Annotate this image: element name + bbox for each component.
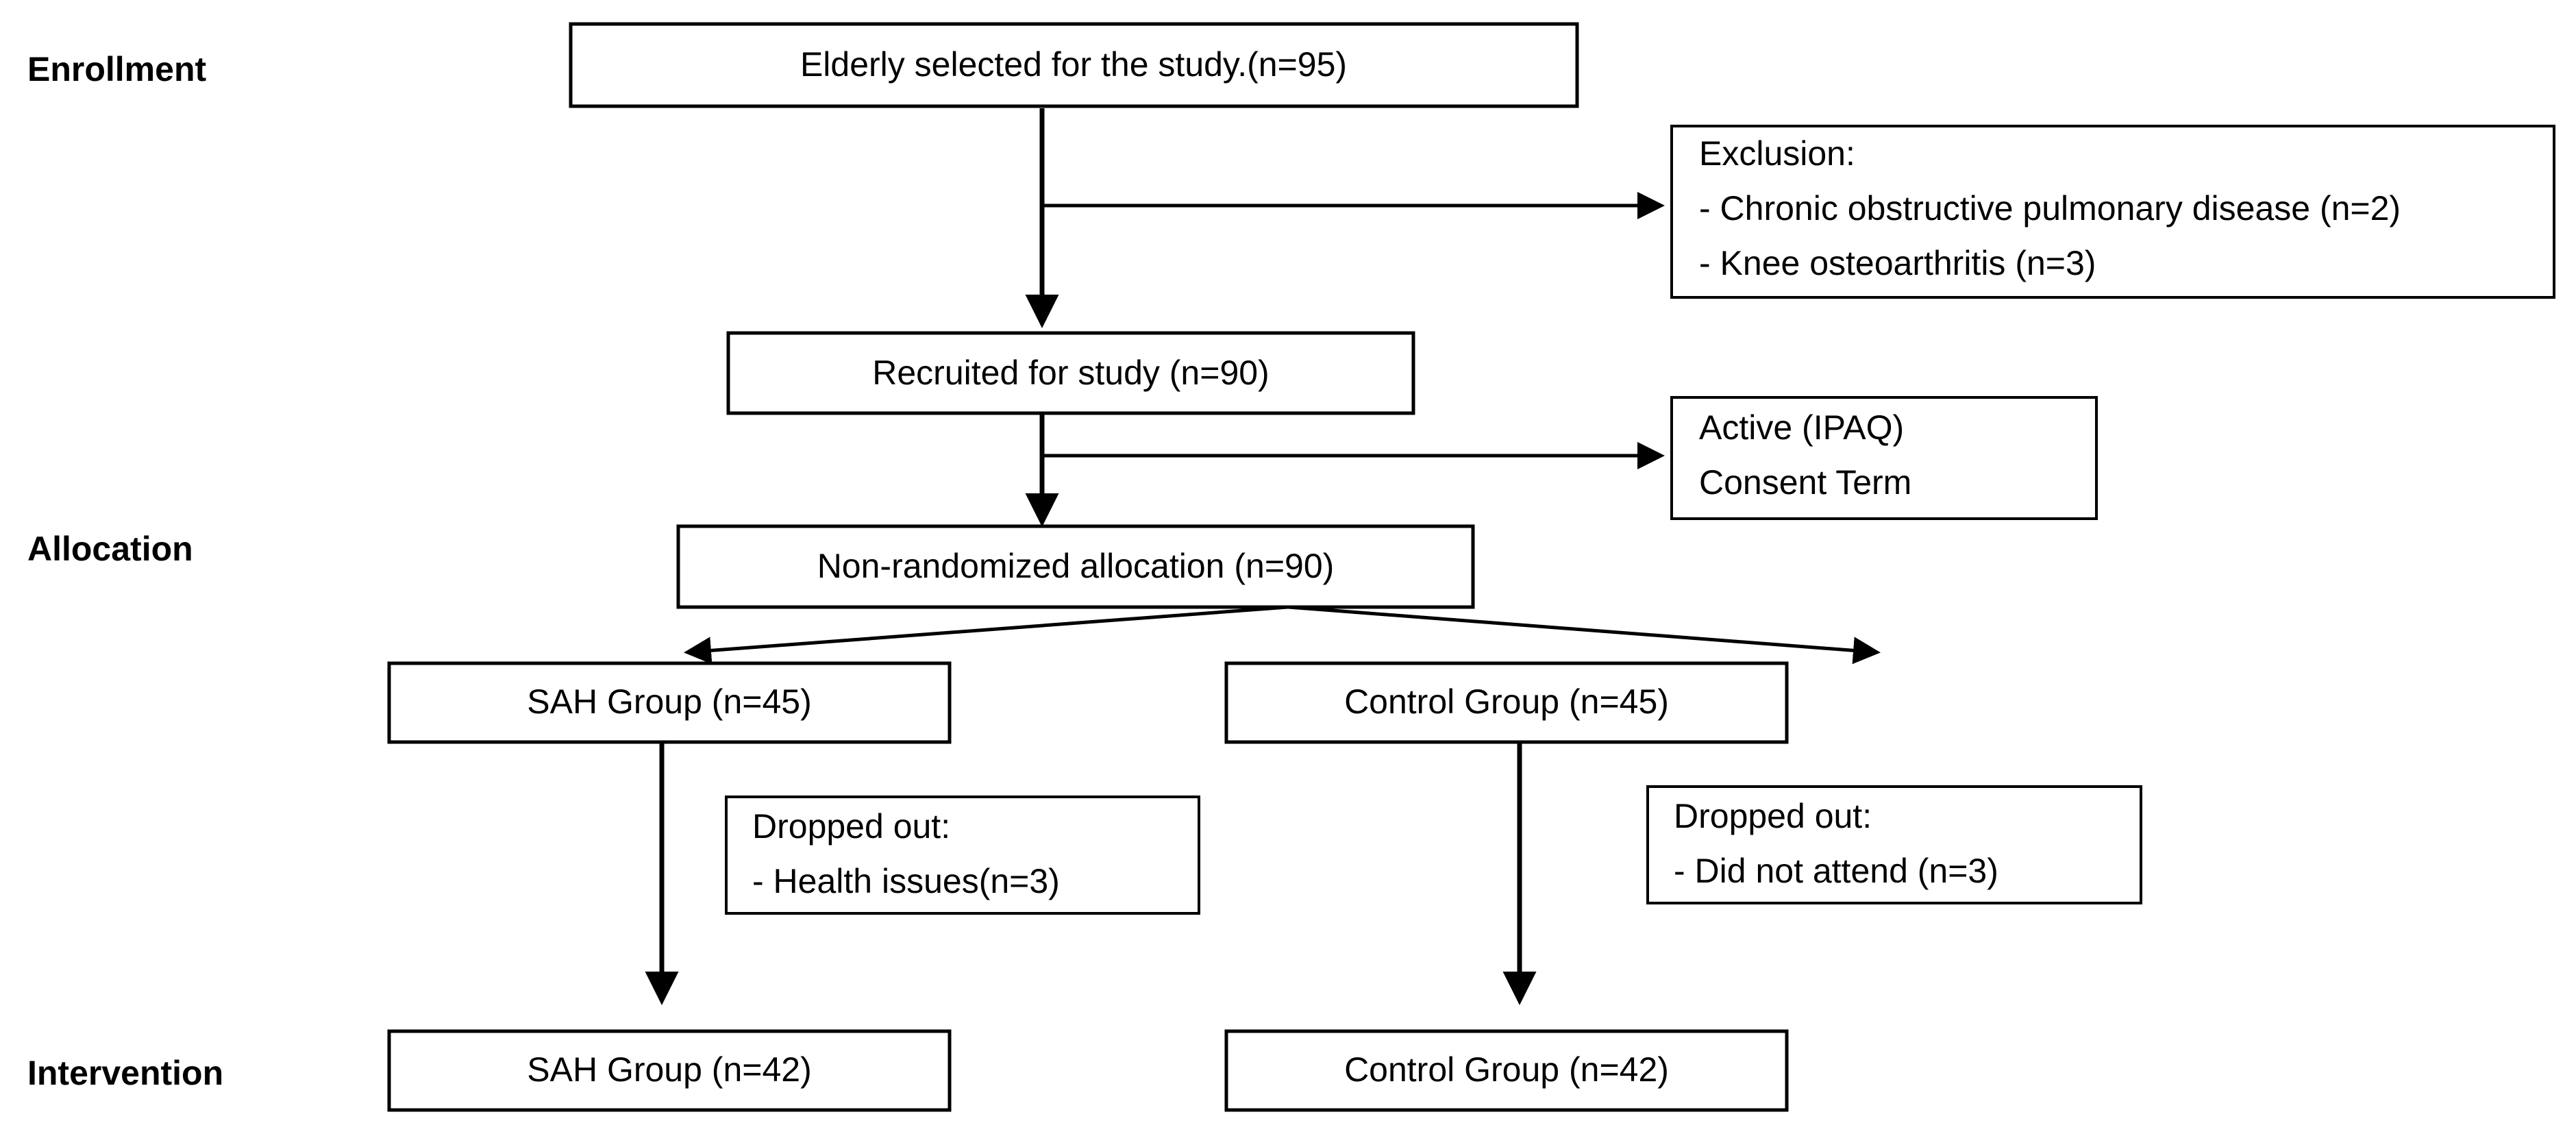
node-box-criteria — [1670, 396, 2098, 520]
node-text-control-alloc: Control Group (n=45) — [1344, 682, 1669, 721]
connector-allocation-to-control — [1287, 605, 1881, 665]
node-text-recruited: Recruited for study (n=90) — [872, 354, 1269, 392]
node-box-sah-final — [387, 1029, 952, 1112]
node-box-exclusion — [1670, 125, 2555, 299]
node-box-sah-dropout — [725, 796, 1200, 915]
node-box-control-alloc — [1224, 661, 1789, 744]
node-text-criteria-line-1: Active (IPAQ) — [1699, 408, 1904, 447]
stage-label-allocation: Allocation — [27, 530, 193, 568]
node-text-control-final: Control Group (n=42) — [1344, 1050, 1669, 1089]
node-text-sah-final: SAH Group (n=42) — [527, 1050, 811, 1089]
node-box-selected — [569, 22, 1579, 108]
node-text-control-dropout-line-2: - Did not attend (n=3) — [1674, 852, 1998, 890]
node-text-sah-dropout-line-2: - Health issues(n=3) — [752, 862, 1060, 900]
node-box-control-dropout — [1646, 785, 2142, 904]
node-text-exclusion-line-1: Exclusion: — [1699, 134, 1855, 173]
node-text-sah-alloc: SAH Group (n=45) — [527, 682, 811, 721]
stage-label-intervention: Intervention — [27, 1054, 223, 1092]
node-text-sah-dropout-line-1: Dropped out: — [752, 807, 950, 846]
stage-label-enrollment: Enrollment — [27, 50, 206, 88]
node-box-recruited — [726, 331, 1415, 415]
node-box-control-final — [1224, 1029, 1789, 1112]
node-text-allocation: Non-randomized allocation (n=90) — [817, 547, 1335, 585]
node-text-selected: Elderly selected for the study.(n=95) — [800, 45, 1347, 84]
node-box-sah-alloc — [387, 661, 952, 744]
node-text-criteria-line-2: Consent Term — [1699, 463, 1911, 502]
node-box-allocation — [676, 524, 1475, 609]
node-text-exclusion-line-3: - Knee osteoarthritis (n=3) — [1699, 244, 2096, 282]
node-text-control-dropout-line-1: Dropped out: — [1674, 797, 1872, 835]
node-text-exclusion-line-2: - Chronic obstructive pulmonary disease … — [1699, 189, 2401, 227]
connector-allocation-to-sah — [684, 605, 1289, 665]
